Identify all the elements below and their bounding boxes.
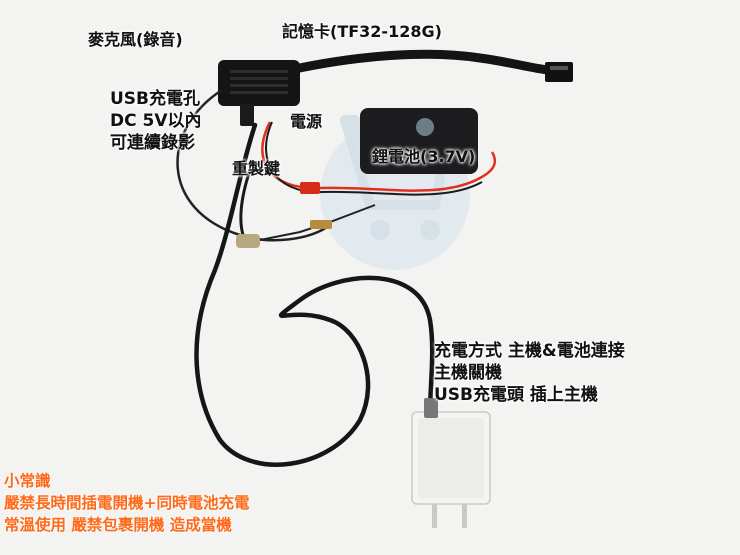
memory-card-label-text: 記憶卡(TF32-128G) bbox=[282, 22, 442, 41]
power-label: 電源 bbox=[290, 112, 322, 132]
charging-line-3: USB充電頭 插上主機 bbox=[434, 385, 598, 405]
battery-label-text: 鋰電池(3.7V) bbox=[372, 147, 476, 166]
reset-key-label: 重製鍵 bbox=[232, 159, 280, 179]
thin-wire bbox=[176, 88, 331, 242]
notice-line-2: 常溫使用 嚴禁包裹開機 造成當機 bbox=[4, 516, 232, 534]
sd-card-module bbox=[545, 62, 573, 82]
black-power-cable bbox=[265, 121, 483, 196]
usb-cable bbox=[194, 122, 435, 467]
mic-label-text: 麥克風(錄音) bbox=[88, 30, 183, 49]
charging-method-label: 充電方式 主機&電池連接 主機關機 USB充電頭 插上主機 bbox=[434, 340, 625, 406]
notice-line-1: 嚴禁長時間插電開機+同時電池充電 bbox=[4, 494, 250, 512]
notice-title: 小常識 bbox=[4, 472, 51, 490]
usb-port-line-2: DC 5V以內 bbox=[110, 111, 202, 131]
spring-coil bbox=[310, 220, 332, 229]
battery-sticker bbox=[416, 118, 434, 136]
power-label-text: 電源 bbox=[290, 112, 323, 131]
sd-card-contacts bbox=[550, 66, 568, 70]
lithium-battery bbox=[360, 108, 478, 174]
red-power-cable bbox=[261, 121, 497, 192]
reset-button bbox=[236, 234, 260, 248]
usb-port-label: USB充電孔 DC 5V以內 可連續錄影 bbox=[110, 88, 202, 154]
battery-label: 鋰電池(3.7V) bbox=[372, 147, 475, 167]
charging-line-1: 充電方式 主機&電池連接 bbox=[434, 341, 625, 361]
usb-charger bbox=[411, 398, 491, 528]
reset-key-label-text: 重製鍵 bbox=[232, 159, 281, 178]
mic-grille bbox=[230, 70, 288, 94]
usb-port bbox=[240, 104, 254, 126]
notice-box: 小常識 嚴禁長時間插電開機+同時電池充電 常溫使用 嚴禁包裹開機 造成當機 bbox=[4, 470, 250, 536]
usb-port-line-1: USB充電孔 bbox=[110, 89, 201, 109]
red-connector bbox=[300, 182, 320, 194]
usb-port-line-3: 可連續錄影 bbox=[110, 133, 195, 153]
mic-label: 麥克風(錄音) bbox=[88, 30, 183, 50]
camera-main-unit bbox=[218, 60, 300, 106]
ribbon-cable bbox=[285, 49, 553, 75]
memory-card-label: 記憶卡(TF32-128G) bbox=[282, 22, 442, 42]
charging-line-2: 主機關機 bbox=[434, 363, 502, 383]
